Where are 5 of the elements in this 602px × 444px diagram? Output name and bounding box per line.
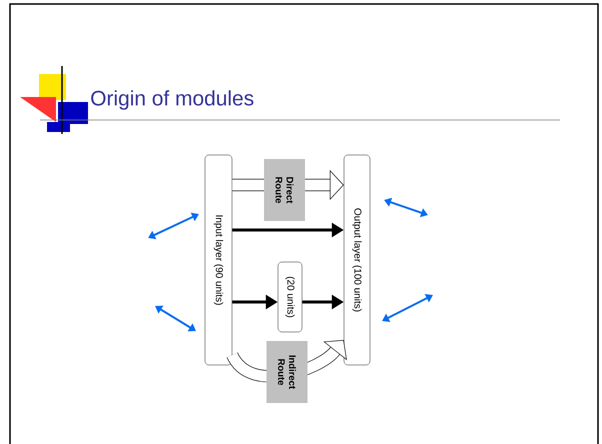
title: Origin of modules bbox=[91, 90, 254, 110]
edge-label: Indirect Route bbox=[266, 341, 308, 403]
edge-label: Direct Route bbox=[264, 159, 305, 221]
unit-box: (20 units) bbox=[278, 262, 302, 332]
layer-box: Input layer (90 units) bbox=[204, 154, 232, 366]
